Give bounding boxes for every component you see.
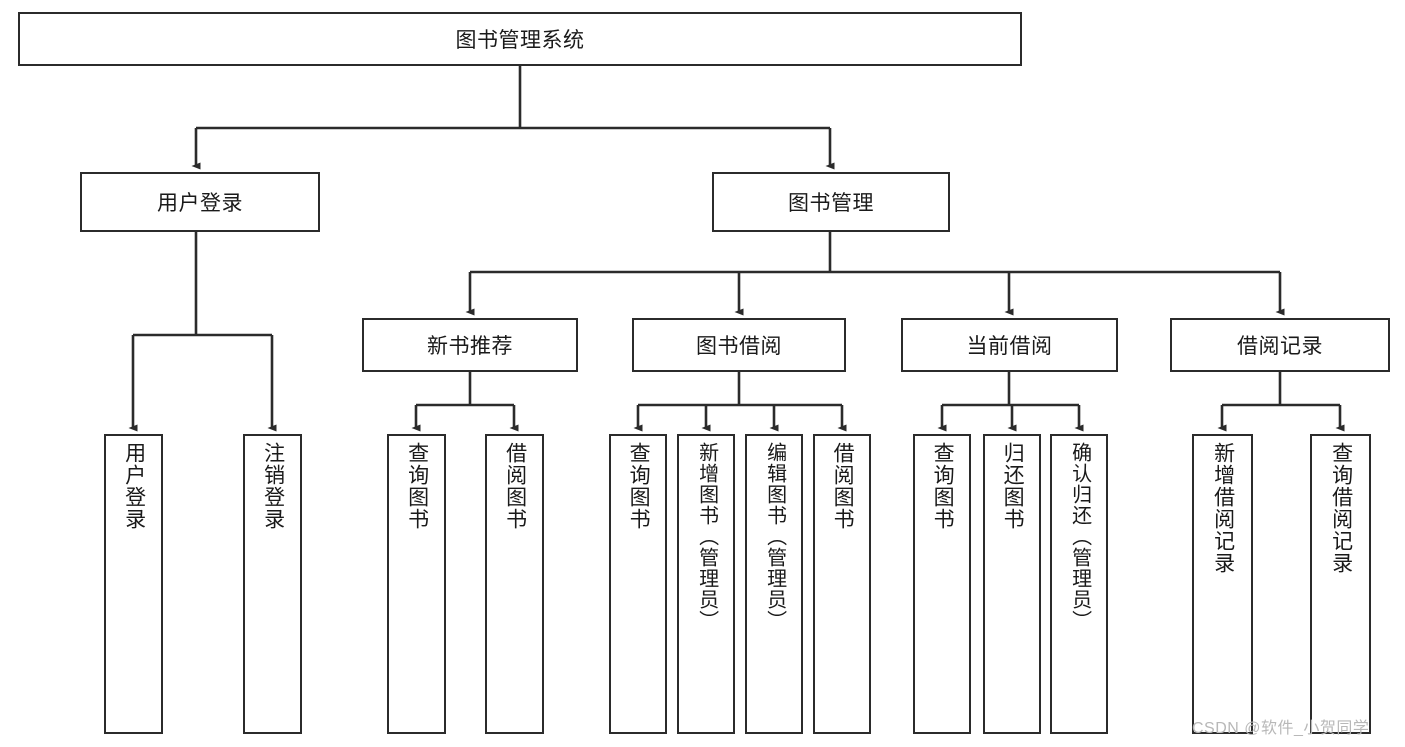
node-leaf-add-record-label: 新增借阅记录	[1211, 442, 1235, 574]
node-leaf-logout-label: 注销登录	[261, 442, 285, 530]
node-leaf-edit-book-label: 编辑图书（管理员）	[763, 442, 786, 631]
node-current-borrow-label: 当前借阅	[966, 335, 1053, 358]
node-book-manage-label: 图书管理	[788, 192, 874, 215]
node-new-book-rec-label: 新书推荐	[427, 335, 513, 358]
node-leaf-query-book-3[interactable]: 查询图书	[913, 434, 971, 734]
node-leaf-query-book-3-label: 查询图书	[931, 442, 955, 530]
node-user-login-label: 用户登录	[157, 192, 243, 215]
node-leaf-return-book-label: 归还图书	[1001, 442, 1025, 530]
node-book-borrow-label: 图书借阅	[696, 335, 782, 358]
node-leaf-query-book-2-label: 查询图书	[627, 442, 651, 530]
node-leaf-borrow-book-2-label: 借阅图书	[831, 442, 855, 530]
node-leaf-query-record-label: 查询借阅记录	[1329, 442, 1353, 574]
node-leaf-query-record[interactable]: 查询借阅记录	[1310, 434, 1371, 734]
node-borrow-record[interactable]: 借阅记录	[1170, 318, 1390, 372]
node-leaf-confirm-return[interactable]: 确认归还（管理员）	[1050, 434, 1108, 734]
node-leaf-borrow-book-1-label: 借阅图书	[503, 442, 527, 530]
node-leaf-borrow-book-1[interactable]: 借阅图书	[485, 434, 544, 734]
node-leaf-user-login[interactable]: 用户登录	[104, 434, 163, 734]
node-leaf-add-book[interactable]: 新增图书（管理员）	[677, 434, 735, 734]
node-leaf-add-record[interactable]: 新增借阅记录	[1192, 434, 1253, 734]
node-root-label: 图书管理系统	[455, 29, 585, 52]
node-leaf-return-book[interactable]: 归还图书	[983, 434, 1041, 734]
node-leaf-add-book-label: 新增图书（管理员）	[695, 442, 718, 631]
node-leaf-query-book-1-label: 查询图书	[405, 442, 429, 530]
node-root[interactable]: 图书管理系统	[18, 12, 1022, 66]
csdn-watermark: CSDN @软件_小贺同学	[1192, 720, 1370, 737]
node-leaf-borrow-book-2[interactable]: 借阅图书	[813, 434, 871, 734]
node-borrow-record-label: 借阅记录	[1237, 335, 1323, 358]
node-current-borrow[interactable]: 当前借阅	[901, 318, 1118, 372]
node-leaf-user-login-label: 用户登录	[122, 442, 146, 530]
node-leaf-edit-book[interactable]: 编辑图书（管理员）	[745, 434, 803, 734]
node-leaf-query-book-2[interactable]: 查询图书	[609, 434, 667, 734]
node-book-manage[interactable]: 图书管理	[712, 172, 950, 232]
node-leaf-logout[interactable]: 注销登录	[243, 434, 302, 734]
node-book-borrow[interactable]: 图书借阅	[632, 318, 846, 372]
node-leaf-confirm-return-label: 确认归还（管理员）	[1068, 442, 1091, 631]
node-new-book-rec[interactable]: 新书推荐	[362, 318, 578, 372]
node-user-login[interactable]: 用户登录	[80, 172, 320, 232]
node-leaf-query-book-1[interactable]: 查询图书	[387, 434, 446, 734]
